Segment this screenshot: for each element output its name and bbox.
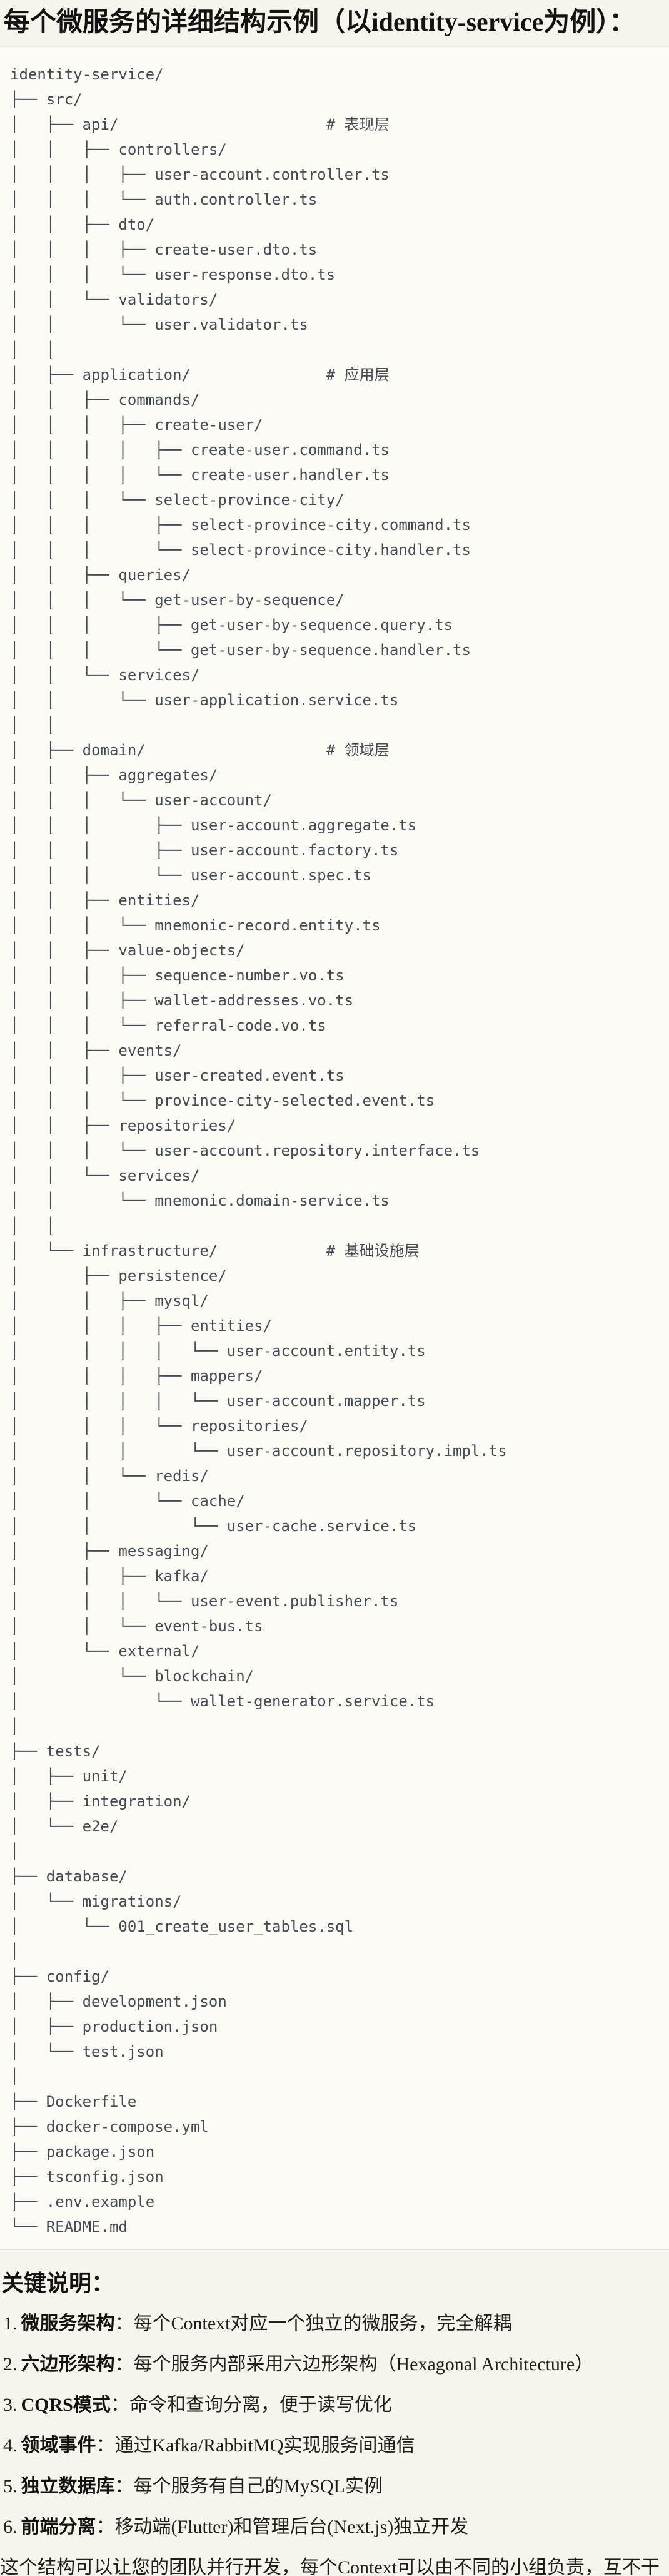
list-item-colon: ： [114, 2354, 134, 2375]
list-item-description: 每个服务有自己的MySQL实例 [133, 2476, 383, 2497]
list-item-colon: ： [110, 2395, 129, 2416]
list-item: 5.独立数据库：每个服务有自己的MySQL实例 [3, 2473, 669, 2500]
closing-paragraph: 这个结构可以让您的团队并行开发，每个Context可以由不同的小组负责，互不干扰… [0, 2557, 660, 2576]
list-item-description: 每个Context对应一个独立的微服务，完全解耦 [133, 2313, 512, 2334]
list-item: 3.CQRS模式：命令和查询分离，便于读写优化 [3, 2392, 669, 2418]
page-title: 每个微服务的详细结构示例（以identity-service为例）： [4, 8, 636, 37]
list-item-term: 领域事件 [21, 2435, 96, 2456]
notes-list: 1.微服务架构：每个Context对应一个独立的微服务，完全解耦 2.六边形架构… [0, 2311, 669, 2540]
list-item-term: 六边形架构 [21, 2354, 115, 2375]
list-item-number: 2. [3, 2354, 18, 2375]
list-item: 6.前端分离：移动端(Flutter)和管理后台(Next.js)独立开发 [3, 2514, 669, 2540]
list-item-term: 微服务架构 [21, 2313, 115, 2334]
list-item-term: 前端分离 [21, 2517, 96, 2538]
list-item-description: 通过Kafka/RabbitMQ实现服务间通信 [114, 2435, 415, 2456]
list-item-description: 命令和查询分离，便于读写优化 [129, 2395, 392, 2416]
list-item-number: 5. [3, 2476, 18, 2497]
code-block: identity-service/ ├── src/ │ ├── api/ # … [0, 48, 669, 2251]
list-item: 4.领域事件：通过Kafka/RabbitMQ实现服务间通信 [3, 2433, 669, 2459]
list-item-number: 4. [3, 2435, 18, 2456]
directory-tree: identity-service/ ├── src/ │ ├── api/ # … [10, 66, 507, 2236]
list-item-description: 每个服务内部采用六边形架构（Hexagonal Architecture） [133, 2354, 594, 2375]
list-item: 1.微服务架构：每个Context对应一个独立的微服务，完全解耦 [3, 2311, 669, 2337]
list-item-colon: ： [114, 2476, 134, 2497]
list-item-number: 6. [3, 2517, 18, 2538]
list-item-term: CQRS模式 [21, 2395, 111, 2416]
notes-heading: 关键说明： [1, 2271, 114, 2296]
list-item-number: 1. [3, 2313, 18, 2334]
list-item-colon: ： [96, 2435, 115, 2456]
list-item: 2.六边形架构：每个服务内部采用六边形架构（Hexagonal Architec… [3, 2351, 669, 2378]
list-item-number: 3. [3, 2395, 18, 2416]
list-item-description: 移动端(Flutter)和管理后台(Next.js)独立开发 [114, 2517, 469, 2538]
list-item-colon: ： [96, 2517, 115, 2538]
list-item-term: 独立数据库 [21, 2476, 115, 2497]
list-item-colon: ： [114, 2313, 134, 2334]
